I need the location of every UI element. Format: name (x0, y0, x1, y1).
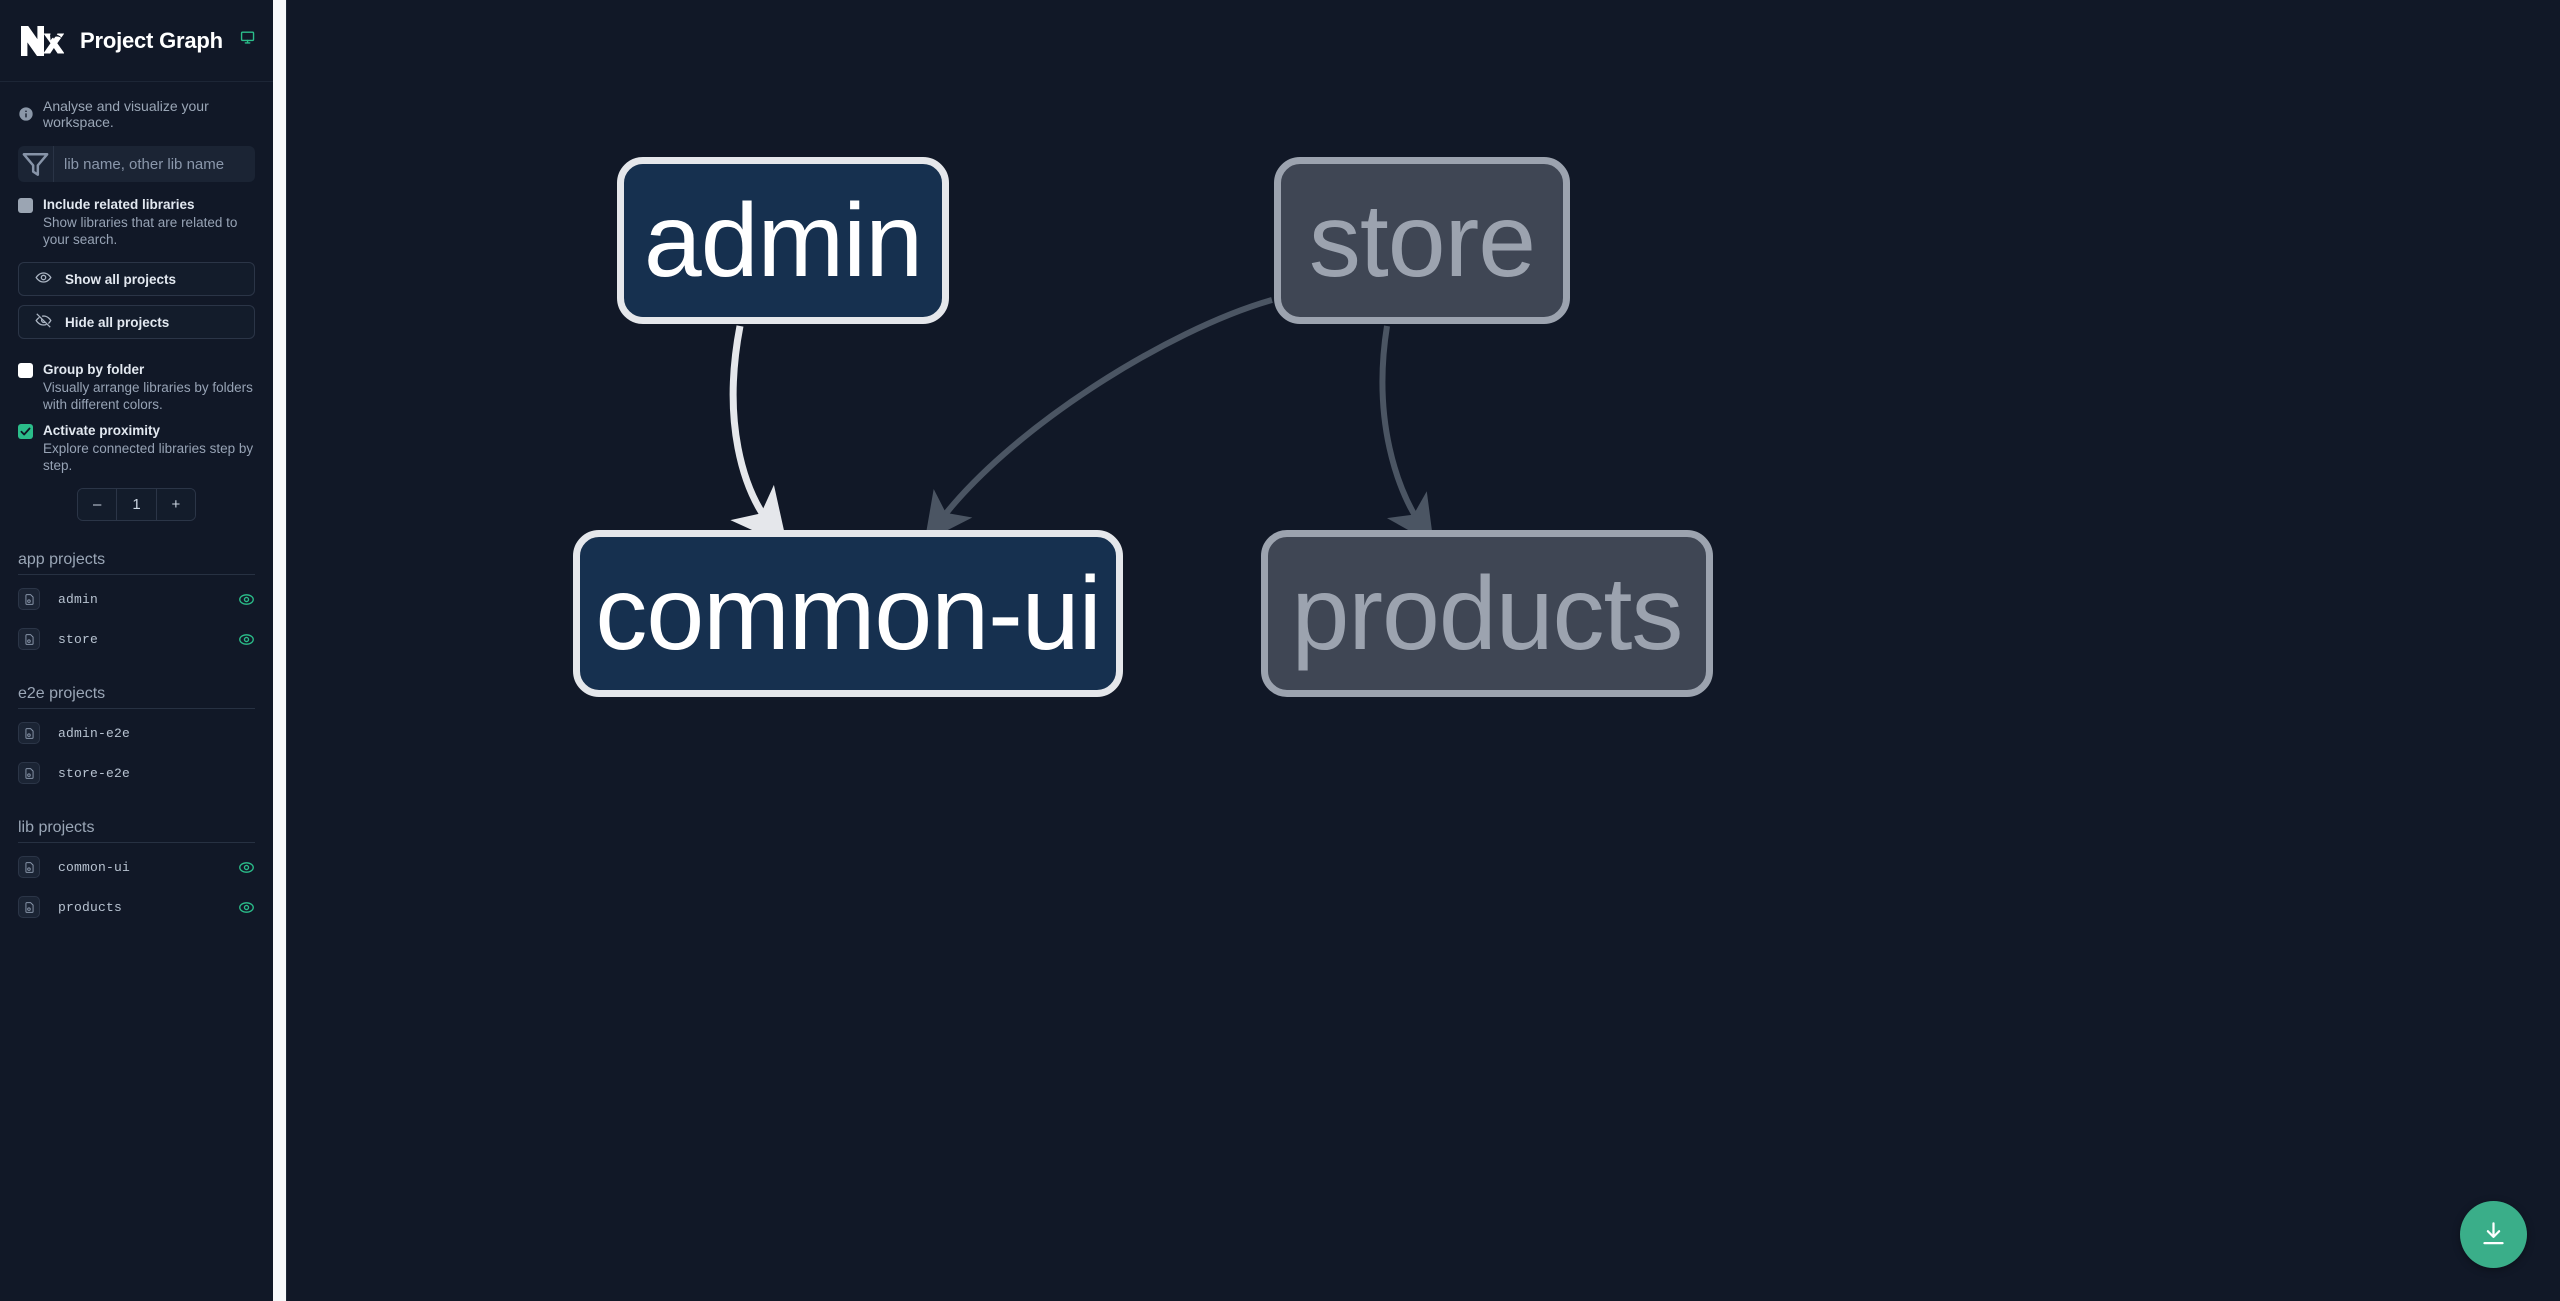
filter-funnel-icon[interactable] (18, 146, 54, 182)
proximity-stepper: – 1 + (77, 488, 196, 521)
group-title-e2e-projects: e2e projects (18, 685, 106, 702)
proximity-value: 1 (116, 489, 157, 520)
proximity-decrement-button[interactable]: – (78, 489, 117, 520)
page-title: Project Graph (80, 27, 223, 53)
graph-canvas[interactable]: admin store common-ui products (287, 0, 2560, 1301)
group-by-folder-label: Group by folder (43, 362, 145, 377)
download-icon (2480, 1220, 2507, 1250)
project-file-icon (18, 628, 40, 650)
graph-node-common-ui[interactable]: common-ui (573, 530, 1123, 697)
group-by-folder-checkbox[interactable] (18, 363, 33, 378)
sidebar-header: Project Graph (0, 0, 273, 82)
project-file-icon (18, 762, 40, 784)
graph-node-products[interactable]: products (1261, 530, 1713, 697)
project-row-admin-e2e[interactable]: admin-e2e (0, 713, 273, 753)
monitor-icon[interactable] (240, 30, 255, 52)
project-file-icon (18, 896, 40, 918)
search-input[interactable] (54, 146, 255, 182)
download-graph-button[interactable] (2460, 1201, 2527, 1268)
spacer (0, 793, 273, 819)
include-related-libraries-checkbox[interactable] (18, 198, 33, 213)
project-visibility-eye-icon[interactable] (238, 899, 255, 916)
graph-node-label: admin (643, 182, 923, 299)
project-name: store (58, 631, 99, 647)
project-file-icon (18, 588, 40, 610)
project-list: app projects admin (0, 521, 273, 1301)
include-related-libraries-label: Include related libraries (43, 197, 195, 212)
project-visibility-eye-icon[interactable] (238, 591, 255, 608)
group-divider (18, 708, 255, 709)
project-name: admin-e2e (58, 725, 131, 741)
tagline-text: Analyse and visualize your workspace. (43, 98, 209, 130)
activate-proximity-description: Explore connected libraries step by step… (43, 441, 254, 473)
graph-node-store[interactable]: store (1274, 157, 1570, 324)
info-icon (18, 106, 34, 122)
sidebar: Project Graph Analyse and visualize your… (0, 0, 273, 1301)
edge-store-to-products (1379, 325, 1434, 545)
graph-node-label: products (1291, 555, 1684, 672)
project-row-store[interactable]: store (0, 619, 273, 659)
group-divider (18, 574, 255, 575)
project-visibility-eye-icon[interactable] (238, 859, 255, 876)
project-name: common-ui (58, 859, 131, 875)
project-name: admin (58, 591, 99, 607)
option-group-by-folder[interactable]: Group by folder Visually arrange librari… (0, 339, 273, 413)
activate-proximity-label: Activate proximity (43, 423, 161, 438)
option-activate-proximity[interactable]: Activate proximity Explore connected lib… (0, 413, 273, 474)
proximity-increment-button[interactable]: + (156, 489, 195, 520)
project-name: store-e2e (58, 765, 131, 781)
group-divider (18, 842, 255, 843)
nx-logo-icon (18, 20, 65, 62)
search-box (18, 146, 255, 182)
project-row-common-ui[interactable]: common-ui (0, 847, 273, 887)
graph-node-label: store (1308, 182, 1536, 299)
project-visibility-eye-icon[interactable] (238, 631, 255, 648)
group-title-lib-projects: lib projects (18, 819, 95, 836)
search-section (0, 142, 273, 182)
activate-proximity-checkbox[interactable] (18, 424, 33, 439)
include-related-libraries-description: Show libraries that are related to your … (43, 215, 238, 247)
group-title-app-projects: app projects (18, 551, 106, 568)
spacer (0, 659, 273, 685)
project-name: products (58, 899, 123, 915)
graph-edges (729, 297, 1434, 547)
project-file-icon (18, 722, 40, 744)
show-all-projects-button[interactable]: Show all projects (18, 262, 255, 296)
project-file-icon (18, 856, 40, 878)
eye-icon (35, 269, 52, 289)
show-all-projects-label: Show all projects (65, 271, 177, 287)
option-include-related-libraries[interactable]: Include related libraries Show libraries… (0, 182, 273, 248)
project-row-products[interactable]: products (0, 887, 273, 927)
hide-all-projects-button[interactable]: Hide all projects (18, 305, 255, 339)
project-row-admin[interactable]: admin (0, 579, 273, 619)
graph-node-admin[interactable]: admin (617, 157, 949, 324)
project-row-store-e2e[interactable]: store-e2e (0, 753, 273, 793)
eye-off-icon (35, 312, 52, 332)
edge-store-to-common-ui (924, 297, 1273, 542)
group-by-folder-description: Visually arrange libraries by folders wi… (43, 380, 253, 412)
sidebar-tagline: Analyse and visualize your workspace. (0, 82, 273, 142)
hide-all-projects-label: Hide all projects (65, 314, 170, 330)
bulk-visibility-buttons: Show all projects Hide all projects (0, 248, 273, 339)
sidebar-resize-handle[interactable] (273, 0, 287, 1301)
graph-node-label: common-ui (595, 555, 1101, 672)
edge-admin-to-common-ui (729, 325, 788, 547)
